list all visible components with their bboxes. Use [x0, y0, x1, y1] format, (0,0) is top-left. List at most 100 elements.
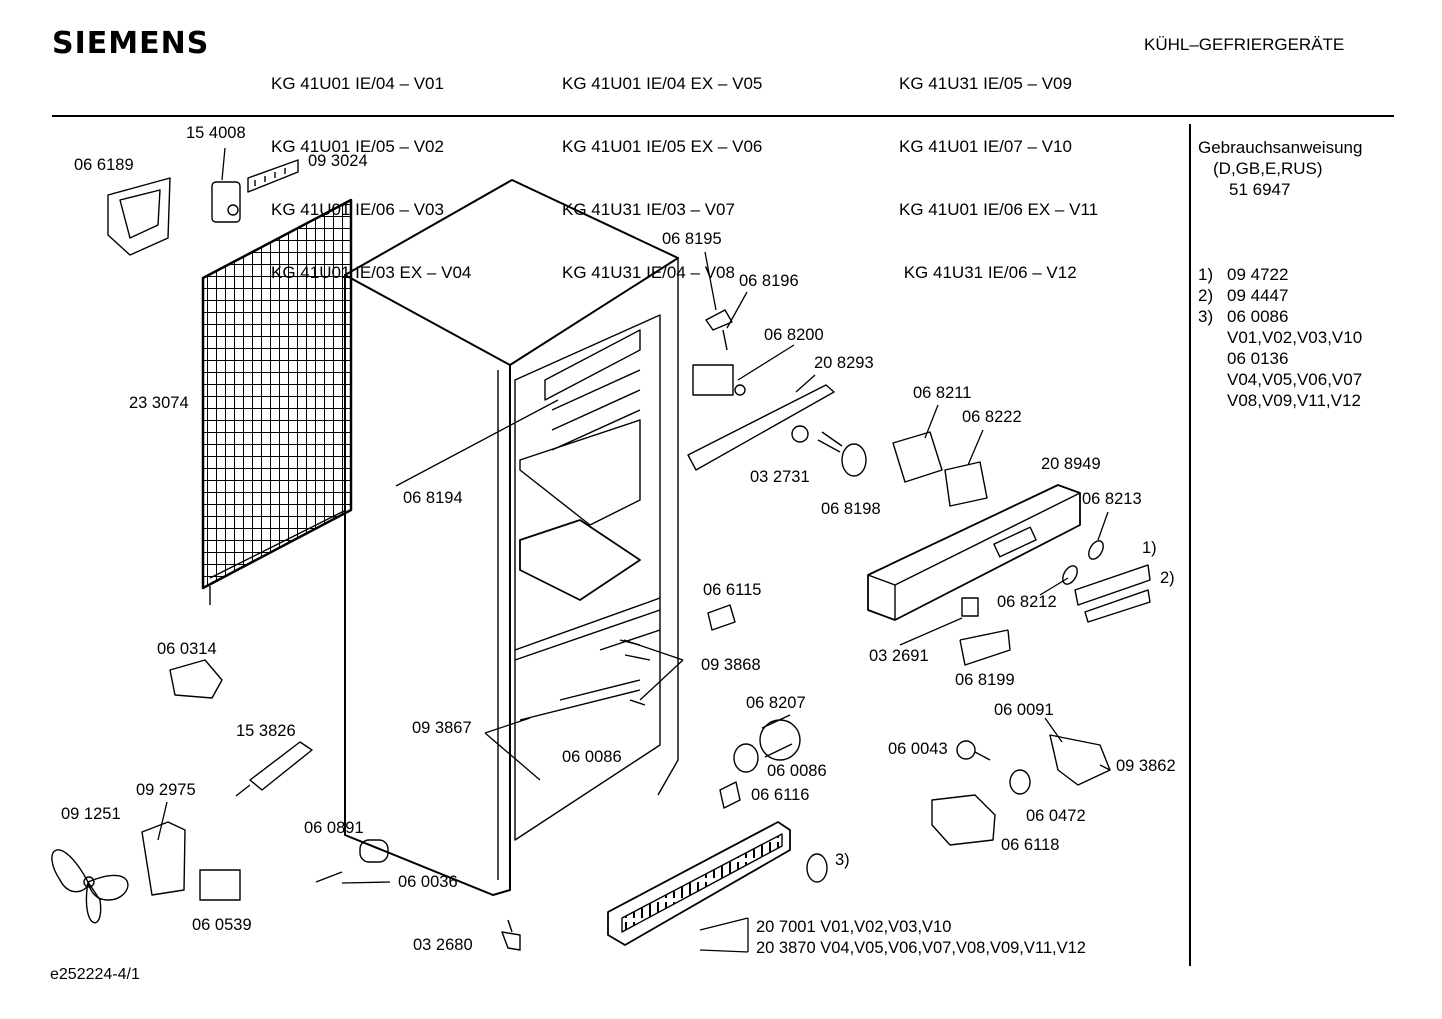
part-label: 06 8200: [764, 326, 824, 344]
part-label: 2): [1160, 569, 1175, 587]
base-grille: [607, 821, 791, 946]
fan-cover: [1049, 734, 1111, 786]
category-title: KÜHL–GEFRIERGERÄTE: [1144, 35, 1345, 54]
model-list-col2: KG 41U01 IE/04 EX – V05 KG 41U01 IE/05 E…: [562, 31, 762, 304]
model-line: KG 41U01 IE/04 – V01: [271, 74, 444, 93]
part-label: 06 6189: [74, 156, 134, 174]
note-part: 09 4447: [1227, 286, 1289, 305]
lamp-housing: [107, 177, 171, 256]
part-label: 09 3868: [701, 656, 761, 674]
part-label: 09 3867: [412, 719, 472, 737]
switch-block: [944, 461, 988, 507]
note-part: 06 0086: [1227, 307, 1289, 326]
note-mark: 1): [1198, 265, 1214, 284]
part-label: 06 8198: [821, 500, 881, 518]
plug-cap: [806, 853, 828, 883]
hinge-part: [719, 781, 741, 809]
part-label: 06 0086: [767, 762, 827, 780]
model-line: KG 41U31 IE/06 – V12: [899, 263, 1077, 282]
drawing-id: e252224-4/1: [50, 966, 140, 983]
part-label: 06 8207: [746, 694, 806, 712]
part-label: 06 6118: [1001, 836, 1060, 854]
exploded-view-drawing: [51, 147, 1151, 953]
capacitor: [359, 839, 389, 863]
part-label: 20 8949: [1041, 455, 1101, 473]
cabinet: [344, 179, 679, 896]
manual-title: Gebrauchsanweisung: [1198, 138, 1363, 157]
feet-part: [169, 659, 223, 699]
part-label: 15 3826: [236, 722, 296, 740]
part-label: 06 8196: [739, 272, 799, 290]
part-label: 15 4008: [186, 124, 246, 142]
indicator-plates: [1074, 564, 1151, 623]
control-knob: [791, 425, 867, 477]
part-label: 03 2680: [413, 936, 473, 954]
part-label: 03 2691: [869, 647, 929, 665]
note-mark: 3): [1198, 307, 1214, 326]
note-variant: V08,V09,V11,V12: [1227, 391, 1361, 410]
part-label: 1): [1142, 539, 1157, 557]
door-stop: [707, 604, 736, 631]
switch-bracket: [959, 597, 1011, 666]
lamp-socket: [956, 740, 1031, 795]
note-variant: 06 0136: [1227, 349, 1289, 368]
model-line: KG 41U01 IE/06 EX – V11: [899, 200, 1099, 219]
control-panel: [867, 484, 1081, 621]
part-label: 06 8194: [403, 489, 463, 507]
drain-tube: [235, 741, 313, 797]
part-label: 06 6116: [751, 786, 810, 804]
adjustable-foot: [501, 919, 521, 951]
part-label: 09 2975: [136, 781, 196, 799]
model-list-col3: KG 41U31 IE/05 – V09 KG 41U01 IE/07 – V1…: [899, 31, 1098, 304]
screw-part: [315, 871, 343, 883]
part-label: 06 0043: [888, 740, 948, 758]
note-mark: 2): [1198, 286, 1214, 305]
part-label: 06 8195: [662, 230, 722, 248]
part-label: 20 8293: [814, 354, 874, 372]
model-line: KG 41U01 IE/07 – V10: [899, 137, 1072, 156]
part-label: 20 7001 V01,V02,V03,V10: [756, 918, 952, 936]
part-label: 06 8222: [962, 408, 1022, 426]
part-label: 06 0091: [994, 701, 1054, 719]
note-variant: V04,V05,V06,V07: [1227, 370, 1363, 389]
model-line: KG 41U01 IE/04 EX – V05: [562, 74, 763, 93]
lamp-shade: [931, 794, 996, 846]
part-label: 06 6115: [703, 581, 762, 599]
start-relay: [141, 821, 186, 896]
part-label: 06 8199: [955, 671, 1015, 689]
lamp-bulbs: [1062, 540, 1104, 585]
model-line: KG 41U01 IE/05 – V02: [271, 137, 444, 156]
part-label: 06 0472: [1026, 807, 1086, 825]
part-label: 06 8211: [913, 384, 972, 402]
part-label: 03 2731: [750, 468, 810, 486]
part-label: 06 0539: [192, 916, 252, 934]
part-label: 06 0891: [304, 819, 364, 837]
condenser: [201, 198, 353, 605]
note-part: 09 4722: [1227, 265, 1289, 284]
part-label: 06 0036: [398, 873, 458, 891]
thermostat-parts: [687, 309, 835, 471]
part-label: 06 0086: [562, 748, 622, 766]
fan-duct: [733, 714, 801, 773]
fan-blade: [51, 849, 129, 924]
model-line: KG 41U31 IE/03 – V07: [562, 200, 735, 219]
part-label: 3): [835, 851, 850, 869]
part-label: 09 3862: [1116, 757, 1176, 775]
compressor-part: [199, 869, 241, 901]
part-label: 09 3024: [308, 152, 368, 170]
part-label: 06 0314: [157, 640, 217, 658]
sidebar-divider: [1189, 124, 1191, 966]
part-label: 06 8213: [1082, 490, 1142, 508]
leader-lines: [157, 147, 1111, 953]
relay-part: [211, 181, 241, 223]
manual-number: 51 6947: [1229, 180, 1291, 199]
part-label: 09 1251: [61, 805, 121, 823]
model-line: KG 41U31 IE/04 – V08: [562, 263, 735, 282]
note-variant: V01,V02,V03,V10: [1227, 328, 1363, 347]
part-label: 23 3074: [129, 394, 189, 412]
part-label: 20 3870 V04,V05,V06,V07,V08,V09,V11,V12: [756, 939, 1086, 957]
header-divider: [52, 115, 1394, 117]
brand-logo: SIEMENS: [52, 26, 210, 61]
model-line: KG 41U01 IE/05 EX – V06: [562, 137, 763, 156]
manual-langs: (D,GB,E,RUS): [1213, 159, 1323, 178]
